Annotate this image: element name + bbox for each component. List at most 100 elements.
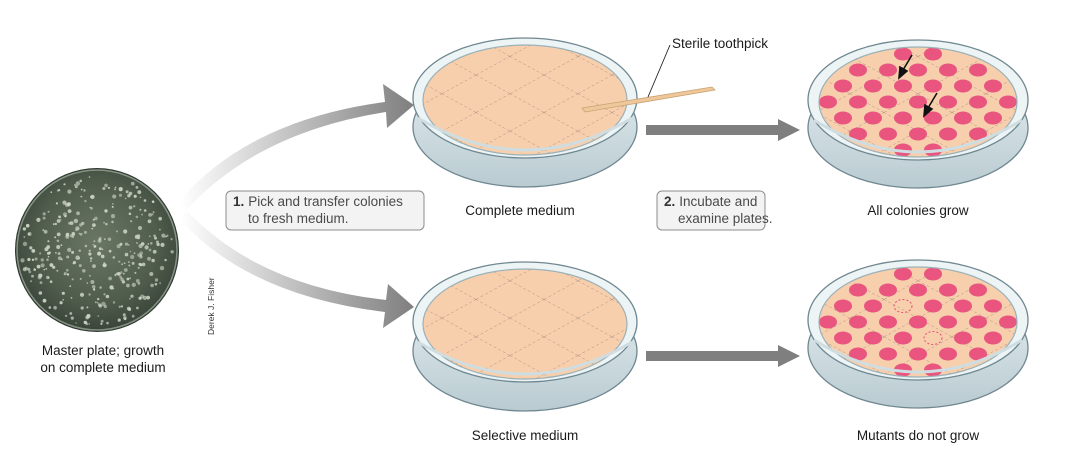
master-colony-dot bbox=[72, 233, 75, 236]
master-colony-dot bbox=[42, 229, 45, 232]
colony bbox=[849, 63, 867, 77]
all-colonies-plate bbox=[807, 39, 1029, 189]
master-colony-dot bbox=[112, 301, 116, 304]
master-colony-dot bbox=[57, 252, 61, 256]
master-colony-dot bbox=[166, 234, 169, 237]
master-colony-dot bbox=[67, 247, 72, 252]
master-colony-dot bbox=[79, 292, 85, 297]
master-colony-dot bbox=[56, 239, 60, 243]
master-colony-dot bbox=[80, 195, 83, 198]
colony-grid-selective bbox=[819, 267, 1017, 377]
colony bbox=[879, 63, 897, 77]
master-colony-dot bbox=[90, 207, 93, 210]
master-colony-dot bbox=[154, 282, 158, 286]
colony bbox=[879, 347, 897, 361]
master-colony-dot bbox=[88, 176, 91, 178]
master-colony-dot bbox=[83, 230, 87, 234]
colony bbox=[894, 111, 912, 125]
master-colony-dot bbox=[105, 222, 108, 226]
arrow-complete-to-result bbox=[646, 119, 800, 141]
colony bbox=[939, 283, 957, 297]
master-colony-dot bbox=[74, 185, 78, 189]
master-colony-dot bbox=[61, 291, 65, 295]
master-colony-dot bbox=[116, 244, 121, 249]
master-colony-dot bbox=[36, 217, 41, 222]
master-colony-dot bbox=[85, 315, 90, 320]
master-colony-dot bbox=[125, 190, 129, 194]
master-colony-dot bbox=[70, 297, 73, 299]
master-colony-dot bbox=[67, 189, 72, 194]
master-colony-dot bbox=[43, 229, 48, 234]
master-colony-dot bbox=[58, 215, 61, 219]
colony bbox=[954, 79, 972, 93]
master-colony-dot bbox=[123, 262, 126, 264]
missing-colony-outline bbox=[923, 330, 943, 346]
master-colony-dot bbox=[156, 242, 160, 247]
master-colony-dot bbox=[53, 305, 57, 310]
master-colony-dot bbox=[104, 209, 108, 213]
mutants-plate bbox=[807, 259, 1029, 409]
master-colony-dot bbox=[103, 221, 106, 224]
colony bbox=[909, 315, 927, 329]
master-colony-dot bbox=[139, 255, 143, 259]
master-colony-dot bbox=[137, 266, 140, 269]
master-colony-dot bbox=[63, 212, 67, 217]
master-colony-dot bbox=[131, 261, 135, 265]
master-colony-dot bbox=[136, 306, 139, 310]
master-colony-dot bbox=[107, 186, 110, 189]
master-colony-dot bbox=[97, 251, 102, 256]
master-colony-dot bbox=[46, 258, 49, 262]
step-1-line2: to fresh medium. bbox=[248, 211, 349, 226]
master-colony-dot bbox=[91, 227, 94, 230]
master-colony-dot bbox=[55, 202, 59, 205]
master-colony-dot bbox=[159, 282, 162, 285]
master-colony-dot bbox=[39, 281, 43, 284]
master-colony-dot bbox=[124, 242, 129, 246]
master-colony-dot bbox=[80, 306, 84, 310]
complete-medium-plate bbox=[412, 37, 638, 188]
master-colony-dot bbox=[56, 219, 61, 223]
colony bbox=[984, 299, 1002, 313]
step-2-line1: Incubate and bbox=[679, 194, 757, 209]
master-colony-dot bbox=[135, 215, 139, 219]
colony bbox=[909, 283, 927, 297]
master-colony-dot bbox=[130, 220, 133, 223]
master-colony-dot bbox=[118, 187, 123, 192]
master-colony-dot bbox=[105, 294, 110, 299]
colony bbox=[999, 95, 1017, 109]
master-colony-dot bbox=[47, 255, 50, 258]
master-colony-dot bbox=[122, 272, 125, 275]
colony bbox=[924, 47, 942, 61]
master-colony-dot bbox=[128, 264, 131, 267]
master-colony-dot bbox=[101, 248, 104, 251]
colony bbox=[969, 63, 987, 77]
master-colony-dot bbox=[138, 262, 142, 266]
master-colony-dot bbox=[116, 230, 118, 233]
master-colony-dot bbox=[153, 234, 156, 238]
master-colony-dot bbox=[71, 250, 75, 254]
svg-text:2.Incubate and: 2.Incubate and bbox=[664, 194, 757, 209]
step-1-number: 1. bbox=[233, 194, 244, 209]
master-colony-dot bbox=[104, 238, 106, 240]
master-colony-dot bbox=[103, 261, 106, 264]
master-colony-dot bbox=[63, 272, 67, 276]
master-colony-dot bbox=[56, 189, 60, 192]
master-colony-dot bbox=[158, 216, 162, 221]
colony bbox=[954, 299, 972, 313]
master-colony-dot bbox=[67, 209, 72, 214]
master-colony-dot bbox=[100, 319, 104, 323]
master-colony-dot bbox=[99, 286, 102, 289]
master-colony-dot bbox=[49, 280, 53, 284]
master-colony-dot bbox=[130, 294, 134, 298]
master-plate-label-line2: on complete medium bbox=[40, 360, 165, 375]
master-colony-dot bbox=[111, 220, 114, 224]
master-colony-dot bbox=[75, 229, 77, 232]
master-colony-dot bbox=[69, 285, 72, 287]
master-colony-dot bbox=[96, 301, 99, 304]
colony bbox=[879, 283, 897, 297]
master-colony-dot bbox=[147, 219, 152, 224]
colony bbox=[849, 95, 867, 109]
master-colony-dot bbox=[42, 212, 46, 216]
master-colony-dot bbox=[39, 252, 42, 255]
